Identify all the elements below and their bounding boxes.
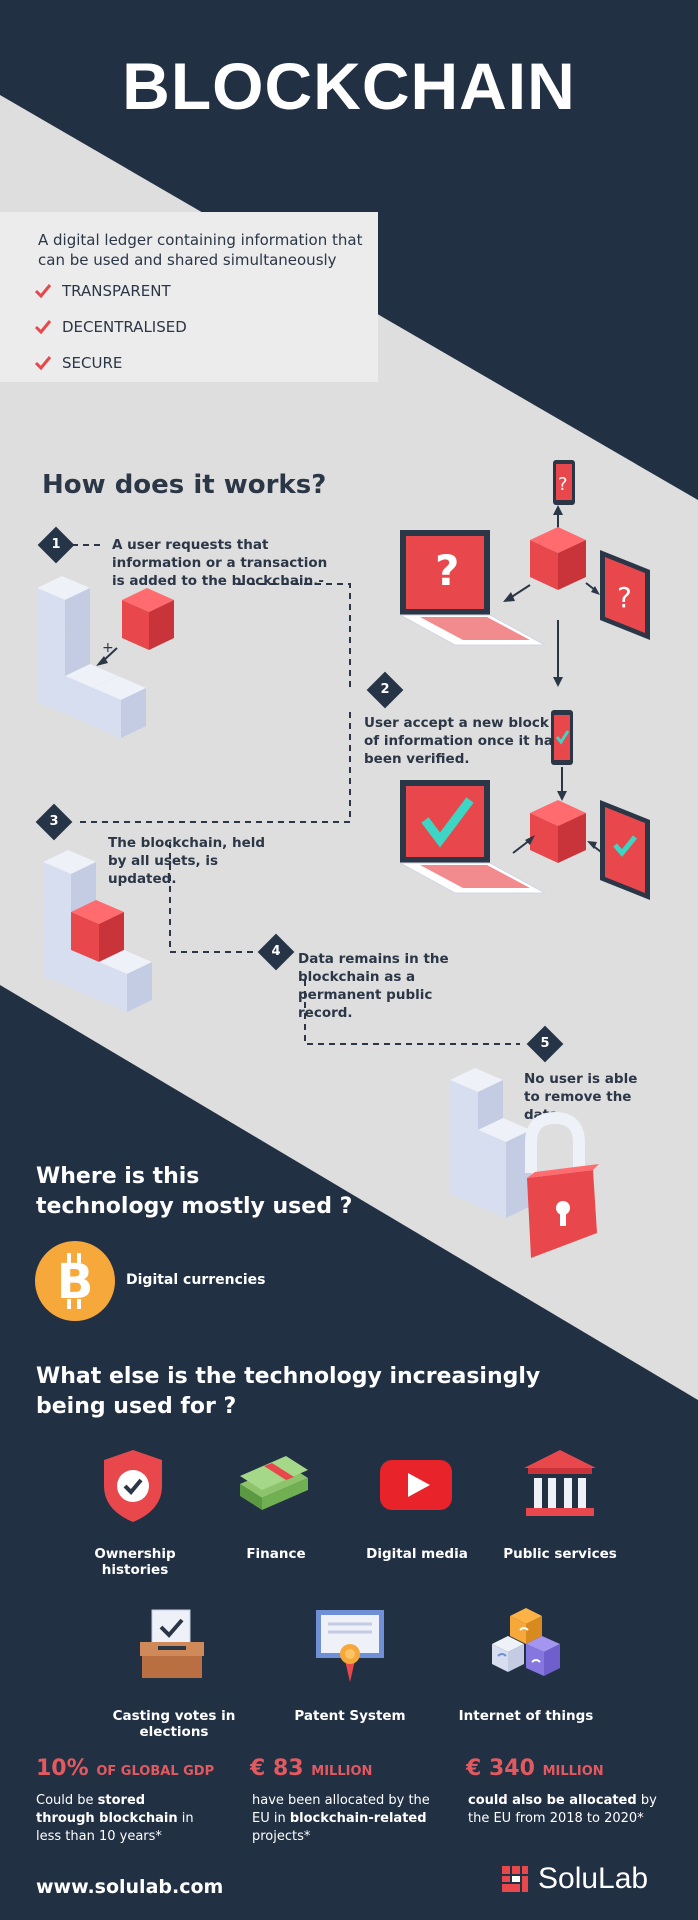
use-casting-votes: Casting votes in elections	[112, 1708, 236, 1740]
feature-transparent: TRANSPARENT	[34, 282, 171, 300]
step-4-text: Data remains in the blockchain as a perm…	[298, 951, 449, 1021]
network-request-illustration: ? ? ?	[399, 460, 650, 687]
lock-blockchain-illustration	[450, 1068, 599, 1258]
shield-icon	[104, 1450, 162, 1522]
stat-unit: MILLION	[542, 1764, 604, 1779]
public-building-icon	[524, 1450, 596, 1516]
where-title-line2: technology mostly used ?	[36, 1194, 353, 1219]
where-title-line1: Where is this	[36, 1164, 200, 1189]
svg-text:?: ?	[617, 581, 632, 614]
stat-83m-description: have been allocated by the EU in blockch…	[252, 1793, 430, 1844]
use-patent-system: Patent System	[294, 1708, 406, 1724]
block-stack-illustration: +	[37, 576, 174, 738]
step-number: 1	[51, 537, 61, 552]
money-stack-icon	[240, 1456, 308, 1510]
stat-83m-value: € 83 MILLION	[250, 1756, 372, 1781]
step-number: 4	[271, 944, 281, 959]
intro-panel	[0, 212, 378, 382]
stat-unit: MILLION	[311, 1764, 373, 1779]
check-icon	[34, 284, 52, 299]
step-number: 3	[49, 814, 59, 829]
use-digital-media: Digital media	[366, 1546, 468, 1562]
stat-number: 10%	[36, 1756, 89, 1781]
step-3-text: The blockchain, held by all usets, is up…	[108, 835, 266, 887]
stat-gdp-value: 10% OF GLOBAL GDP	[36, 1756, 214, 1781]
network-verified-illustration	[399, 710, 650, 900]
brand-name: SoluLab	[538, 1862, 649, 1895]
svg-text:?: ?	[435, 546, 459, 595]
stat-340m-description: could also be allocated by the EU from 2…	[468, 1793, 657, 1826]
else-title-line2: being used for ?	[36, 1394, 237, 1419]
else-title-line1: What else is the technology increasingly	[36, 1364, 541, 1389]
stat-number: € 83	[250, 1756, 304, 1781]
stat-unit: OF GLOBAL GDP	[96, 1764, 215, 1779]
svg-text:+: +	[102, 640, 114, 656]
bitcoin-icon: B	[35, 1241, 115, 1321]
check-icon	[34, 356, 52, 371]
step-number: 2	[380, 682, 390, 697]
use-ownership-histories: Ownership histories	[94, 1546, 176, 1578]
digital-currencies-label: Digital currencies	[126, 1272, 266, 1288]
step-1-text: A user requests that information or a tr…	[112, 537, 328, 589]
svg-text:B: B	[57, 1254, 94, 1310]
block-stack-updated-illustration	[43, 850, 152, 1012]
feature-decentralised: DECENTRALISED	[34, 318, 187, 336]
ballot-box-icon	[140, 1609, 204, 1678]
page-title: BLOCKCHAIN	[122, 49, 576, 123]
website-link[interactable]: www.solulab.com	[36, 1876, 224, 1898]
how-it-works-title: How does it works?	[42, 470, 327, 500]
use-internet-of-things: Internet of things	[458, 1708, 594, 1724]
feature-label: TRANSPARENT	[62, 282, 171, 300]
stat-340m-value: € 340 MILLION	[466, 1756, 604, 1781]
stat-gdp-description: Could be stored through blockchain in le…	[36, 1793, 194, 1844]
check-icon	[34, 320, 52, 335]
feature-secure: SECURE	[34, 354, 122, 372]
step-number: 5	[540, 1036, 550, 1051]
feature-label: DECENTRALISED	[62, 318, 187, 336]
svg-text:?: ?	[558, 474, 568, 495]
feature-label: SECURE	[62, 354, 123, 372]
youtube-play-icon	[380, 1460, 452, 1510]
use-public-services: Public services	[503, 1546, 617, 1562]
solulab-logo-icon	[502, 1866, 528, 1892]
iot-cubes-icon	[492, 1608, 560, 1676]
use-finance: Finance	[246, 1546, 306, 1562]
stat-number: € 340	[466, 1756, 535, 1781]
solulab-brand: SoluLab	[500, 1862, 648, 1896]
intro-description: A digital ledger containing information …	[38, 231, 363, 269]
certificate-icon	[316, 1610, 384, 1682]
step-2-text: User accept a new block of information o…	[364, 715, 562, 767]
